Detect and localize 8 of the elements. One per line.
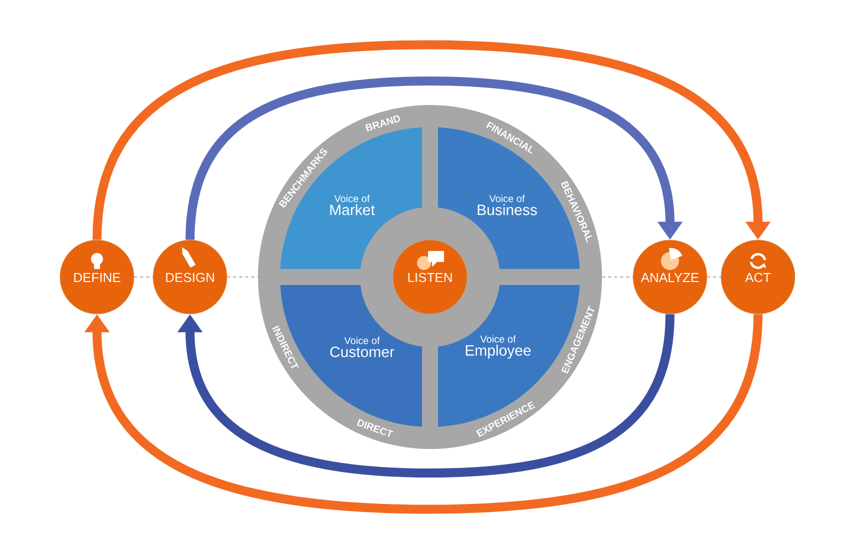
cycle-arrow — [186, 76, 683, 240]
cycle-arrow — [177, 314, 674, 478]
dashed-connector — [602, 276, 634, 278]
dashed-connector — [226, 276, 258, 278]
dashed-connector — [134, 276, 154, 278]
dashed-connector — [706, 276, 722, 278]
cycle-arrow — [92, 40, 771, 240]
cycle-arrow — [84, 314, 762, 514]
